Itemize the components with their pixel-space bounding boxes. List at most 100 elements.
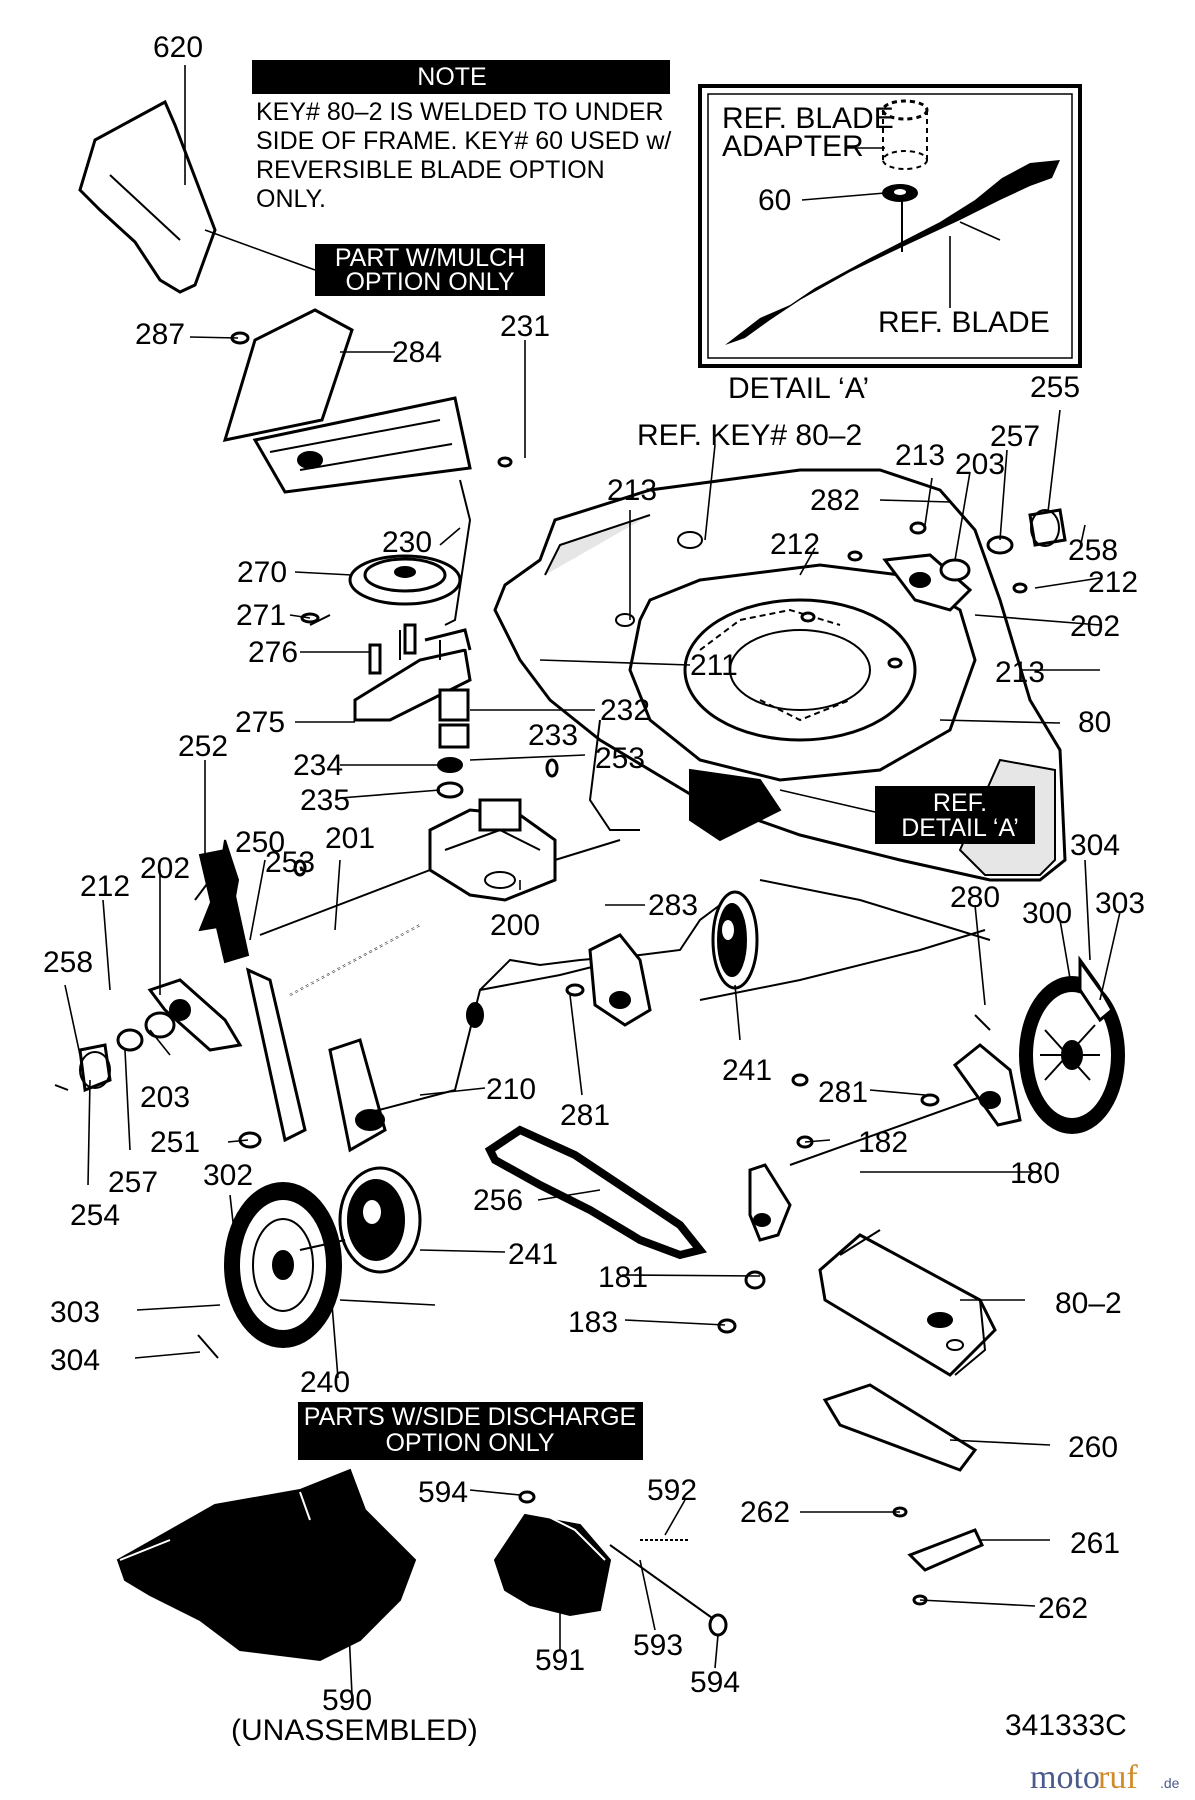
part-label: 201	[325, 822, 375, 855]
part-label: 620	[153, 31, 203, 64]
part-label: 230	[382, 526, 432, 559]
leader-lines	[64, 65, 1121, 1696]
deflector-591	[493, 1513, 612, 1617]
part-label: 212	[1088, 566, 1138, 599]
part-label: 210	[486, 1073, 536, 1106]
part-label: 252	[178, 730, 228, 763]
mulch-option-callout: PART W/MULCH OPTION ONLY	[204, 229, 545, 296]
knob-252	[198, 848, 250, 964]
detail-a-inset: REF. BLADE ADAPTER 60 REF. BLADE	[698, 84, 1082, 368]
frame-plate-80-2	[818, 1229, 997, 1377]
part-label: 241	[722, 1054, 772, 1087]
part-label: 262	[740, 1496, 790, 1529]
part-label: 276	[248, 636, 298, 669]
part-label: 304	[1070, 829, 1120, 862]
part-label: 212	[80, 870, 130, 903]
ref-key-80-2-label: REF. KEY# 80–2	[637, 419, 862, 452]
detail-blade-adapter-line-2: ADAPTER	[722, 130, 864, 163]
side-discharge-callout: PARTS W/SIDE DISCHARGE OPTION ONLY	[298, 1402, 643, 1460]
gear-241-upper	[711, 890, 759, 990]
discharge-chute-590	[116, 1468, 417, 1662]
part-label: 255	[1030, 371, 1080, 404]
part-label: 235	[300, 784, 350, 817]
note-line-3: REVERSIBLE BLADE OPTION	[256, 156, 605, 184]
watermark-tld: .de	[1160, 1775, 1180, 1791]
ref-detail-line-2: DETAIL ‘A’	[901, 814, 1019, 842]
part-label: 241	[508, 1238, 558, 1271]
side-discharge-line-2: OPTION ONLY	[385, 1429, 554, 1457]
note-header: NOTE	[417, 63, 486, 91]
part-label: 212	[770, 528, 820, 561]
part-label: 202	[1070, 610, 1120, 643]
part-label: 232	[600, 694, 650, 727]
part-label: 233	[528, 719, 578, 752]
part-label: 270	[237, 556, 287, 589]
part-label: 256	[473, 1184, 523, 1217]
gear-241-lower	[338, 1166, 422, 1274]
part-label: 253	[265, 846, 315, 879]
motoruf-watermark: moto ruf .de	[1030, 1759, 1180, 1796]
blade-adapter-drawing	[881, 99, 929, 170]
lever-280	[974, 1014, 991, 1031]
part-label: 258	[1068, 534, 1118, 567]
mulch-plug-620	[78, 99, 217, 294]
ref-detail-line-1: REF.	[933, 789, 987, 817]
part-label: 213	[607, 474, 657, 507]
part-label: 271	[236, 599, 286, 632]
part-label: 200	[490, 909, 540, 942]
right-pivot-bracket	[882, 508, 1067, 612]
part-label: 304	[50, 1344, 100, 1377]
mulch-callout-line-1: PART W/MULCH	[335, 244, 525, 272]
part-label: 302	[203, 1159, 253, 1192]
part-label: 281	[560, 1099, 610, 1132]
part-label: 283	[648, 889, 698, 922]
detail-key-60-label: 60	[758, 184, 791, 217]
wheel-300	[1019, 955, 1125, 1134]
spring-201	[289, 924, 421, 996]
part-label: 254	[70, 1199, 120, 1232]
drawing-number: 341333C	[1005, 1709, 1127, 1742]
part-label: 262	[1038, 1592, 1088, 1625]
detail-ref-blade-label: REF. BLADE	[878, 306, 1050, 339]
part-label: 234	[293, 749, 343, 782]
part-label: 284	[392, 336, 442, 369]
part-label: 590	[322, 1684, 372, 1717]
side-discharge-line-1: PARTS W/SIDE DISCHARGE	[304, 1403, 636, 1431]
part-label: 257	[108, 1166, 158, 1199]
part-label: 275	[235, 706, 285, 739]
ref-blade-drawing	[725, 160, 1060, 345]
left-pivot-bracket	[54, 978, 243, 1093]
part-label: 593	[633, 1629, 683, 1662]
part-label: 258	[43, 946, 93, 979]
part-label: 253	[595, 742, 645, 775]
part-label: 303	[50, 1296, 100, 1329]
transmission-200	[259, 798, 621, 936]
part-label: 180	[1010, 1157, 1060, 1190]
part-label: 211	[690, 649, 738, 682]
small-hardware	[230, 331, 1028, 1606]
part-label: 287	[135, 318, 185, 351]
bracket-281-left	[588, 933, 652, 1027]
bracket-261	[907, 1528, 985, 1572]
part-label: 80–2	[1055, 1287, 1122, 1320]
belt-256	[484, 1125, 708, 1260]
part-label: 250	[235, 826, 285, 859]
part-label: 257	[990, 420, 1040, 453]
note-line-1: KEY# 80–2 IS WELDED TO UNDER	[256, 98, 664, 126]
part-label: 594	[418, 1476, 468, 1509]
part-label: 300	[1022, 897, 1072, 930]
detail-blade-adapter-line-1: REF. BLADE	[722, 102, 894, 135]
watermark-brand: moto	[1030, 1759, 1100, 1796]
part-label: 594	[690, 1666, 740, 1699]
part-label: 303	[1095, 887, 1145, 920]
part-label: 591	[535, 1644, 585, 1677]
note-header-bar	[252, 60, 670, 94]
part-label: 183	[568, 1306, 618, 1339]
part-label: 181	[598, 1261, 648, 1294]
part-label: 203	[140, 1081, 190, 1114]
watermark-brand-2: ruf	[1098, 1759, 1138, 1796]
detail-a-title: DETAIL ‘A’	[728, 372, 869, 405]
note-line-4: ONLY.	[256, 185, 326, 213]
part-number-labels: 620 287 284 231 230 270 271 276 275 252 …	[43, 31, 1145, 1717]
wheel-301	[197, 1182, 346, 1359]
